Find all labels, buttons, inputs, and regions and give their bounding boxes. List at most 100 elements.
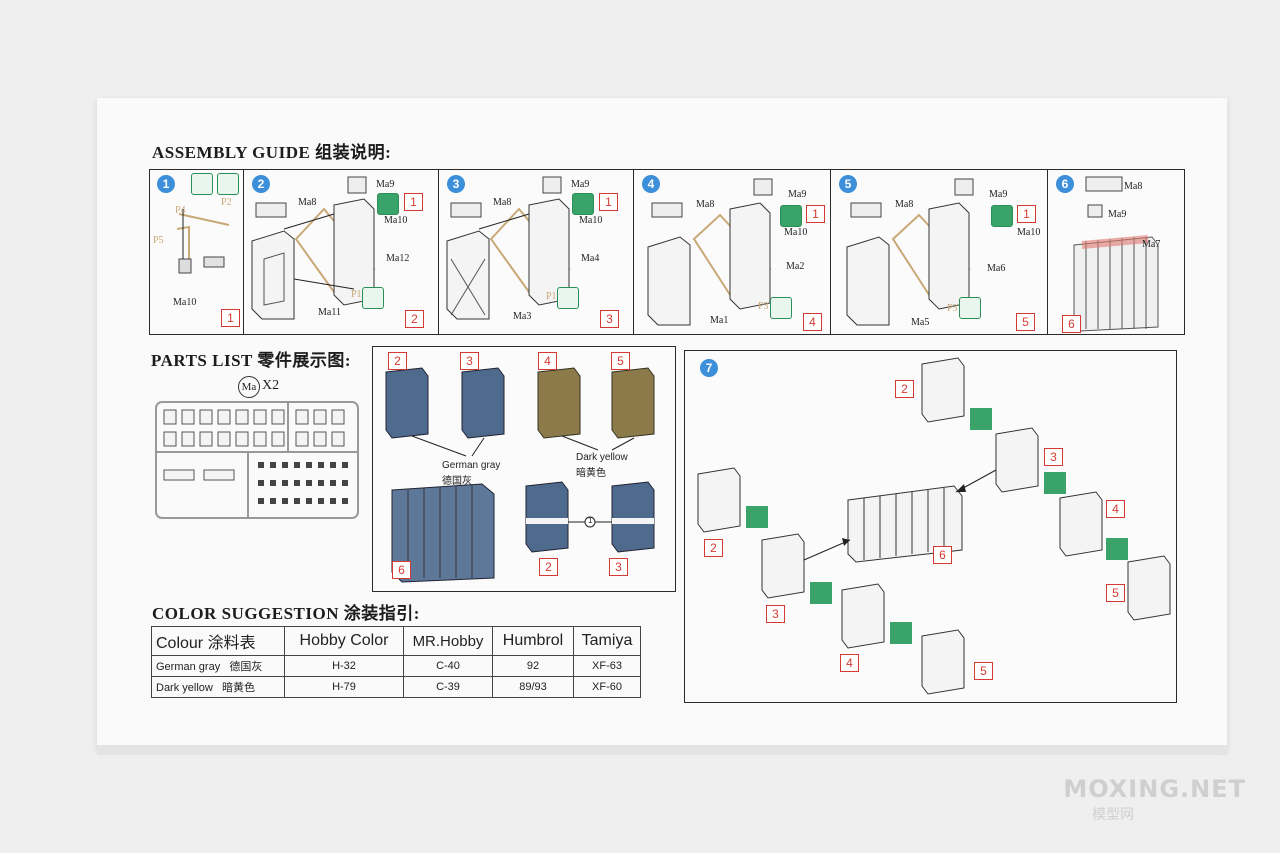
part-label: Ma10 (384, 215, 408, 226)
ref-box: 1 (404, 193, 423, 211)
step-number: 4 (642, 175, 660, 193)
step-6-drawing (1073, 176, 1159, 332)
part-label: Ma10 (1017, 227, 1041, 238)
ref-box: 1 (1017, 205, 1036, 223)
part-label: Ma9 (788, 189, 807, 200)
step-2-drawing (251, 176, 376, 320)
cement-icon (991, 205, 1013, 227)
ref-box: 1 (599, 193, 618, 211)
step-5: 5 Ma8 Ma9 1 Ma10 Ma6 Ma5 P3 5 (831, 169, 1048, 335)
part-label: Ma9 (989, 189, 1008, 200)
table-cell: C-40 (403, 655, 493, 677)
result-number-box: 2 (388, 352, 407, 370)
step-6: 6 Ma8 Ma9 Ma7 6 (1048, 169, 1185, 335)
header-cell: MR.Hobby (403, 626, 493, 656)
result-number-box: 6 (1062, 315, 1081, 333)
part-label: Ma7 (1142, 239, 1161, 250)
result-number-box: 3 (1044, 448, 1063, 466)
table-row: German gray 德国灰 H-32 C-40 92 XF-63 (151, 655, 641, 677)
result-number-box: 2 (405, 310, 424, 328)
assembly-steps: 1 P2 P4 P5 Ma10 1 2 Ma8 Ma9 (149, 169, 1185, 335)
step-number: 6 (1056, 175, 1074, 193)
dark-yellow-cn-label: 暗黄色 (576, 468, 606, 479)
header-cell: Humbrol (492, 626, 574, 656)
step-number: 1 (157, 175, 175, 193)
part-label: Ma8 (298, 197, 317, 208)
step-3-drawing (446, 176, 571, 320)
result-number-box: 5 (611, 352, 630, 370)
paint-drop-icon (362, 287, 384, 309)
result-number-box: 4 (803, 313, 822, 331)
part-label: Ma8 (1124, 181, 1143, 192)
part-label: Ma2 (786, 261, 805, 272)
result-number-box: 2 (704, 539, 723, 557)
dark-yellow-label: Dark yellow (576, 452, 628, 463)
result-number-box: 5 (974, 662, 993, 680)
table-cell: H-79 (284, 676, 404, 698)
part-label: Ma10 (579, 215, 603, 226)
step-4-drawing (647, 178, 773, 326)
part-label: P4 (175, 205, 186, 216)
part-label: Ma6 (987, 263, 1006, 274)
table-cell: 89/93 (492, 676, 574, 698)
part-label: P1 (546, 291, 557, 302)
paint-drop-icon (770, 297, 792, 319)
result-number-box: 3 (460, 352, 479, 370)
color-name: Dark yellow (156, 682, 213, 694)
decal-number: 1 (588, 516, 593, 525)
part-label: Ma10 (784, 227, 808, 238)
result-number-box: 2 (539, 558, 558, 576)
table-cell: H-32 (284, 655, 404, 677)
german-gray-cn-label: 德国灰 (442, 476, 472, 487)
header-cell: Colour 涂料表 (151, 626, 285, 656)
result-number-box: 3 (766, 605, 785, 623)
part-label: Ma9 (376, 179, 395, 190)
result-number-box: 5 (1016, 313, 1035, 331)
color-name-cn: 暗黄色 (222, 682, 256, 694)
part-label: Ma8 (895, 199, 914, 210)
step-2: 2 Ma8 Ma9 1 Ma10 Ma12 Ma11 P1 2 (244, 169, 439, 335)
cement-icon (780, 205, 802, 227)
color-name-cell: Dark yellow 暗黄色 (151, 676, 285, 698)
color-suggestion-heading: COLOR SUGGESTION 涂装指引: (152, 604, 420, 623)
result-number-box: 3 (600, 310, 619, 328)
result-number-box: 6 (933, 546, 952, 564)
step-1: 1 P2 P4 P5 Ma10 1 (149, 169, 244, 335)
german-gray-label: German gray (442, 460, 501, 471)
table-cell: XF-60 (573, 676, 641, 698)
part-label: Ma5 (911, 317, 930, 328)
part-label: Ma9 (1108, 209, 1127, 220)
result-number-box: 2 (895, 380, 914, 398)
part-label: Ma9 (571, 179, 590, 190)
part-label: P2 (221, 197, 232, 208)
color-table: Colour 涂料表 Hobby Color MR.Hobby Humbrol … (151, 626, 641, 698)
sprue-label: Ma (238, 376, 260, 398)
parts-list-heading: PARTS LIST 零件展示图: (151, 351, 351, 370)
step-7-drawing (697, 357, 1171, 695)
result-number-box: 5 (1106, 584, 1125, 602)
table-cell: XF-63 (573, 655, 641, 677)
part-label: Ma10 (173, 297, 197, 308)
part-label: Ma8 (696, 199, 715, 210)
cement-icon (377, 193, 399, 215)
paint-drawing (385, 367, 655, 583)
header-cell: Hobby Color (284, 626, 404, 656)
color-name-cn: 德国灰 (229, 661, 263, 673)
part-label: Ma11 (318, 307, 341, 318)
part-label: Ma3 (513, 311, 532, 322)
step-number: 7 (700, 359, 718, 377)
step-number: 3 (447, 175, 465, 193)
part-label: Ma8 (493, 197, 512, 208)
sprue-count: X2 (262, 378, 280, 393)
table-cell: 92 (492, 655, 574, 677)
part-label: P3 (758, 301, 769, 312)
sprue-diagram (155, 401, 359, 519)
color-table-header: Colour 涂料表 Hobby Color MR.Hobby Humbrol … (151, 626, 641, 656)
result-number-box: 4 (1106, 500, 1125, 518)
step-5-drawing (846, 178, 974, 326)
result-number-box: 3 (609, 558, 628, 576)
glue-down-icon (191, 173, 213, 195)
header-cell: Tamiya (573, 626, 641, 656)
part-label: Ma4 (581, 253, 600, 264)
color-name-cell: German gray 德国灰 (151, 655, 285, 677)
